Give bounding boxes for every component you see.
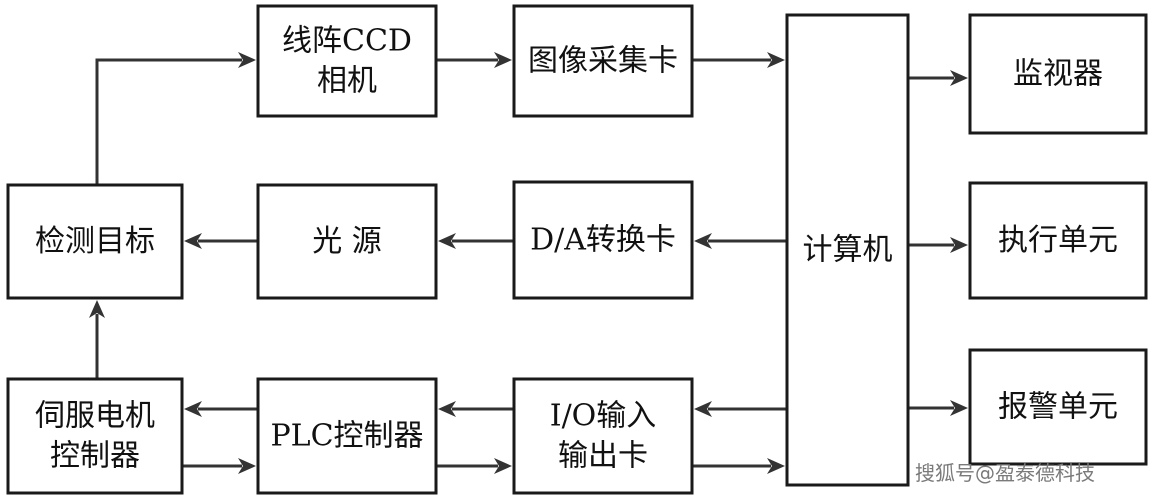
node-box (256, 183, 438, 300)
node-label: 检测目标 (35, 224, 155, 259)
node-box (256, 4, 438, 118)
arrow-servo-to-target (89, 300, 105, 379)
arrowhead (694, 401, 712, 417)
arrowhead (767, 458, 785, 474)
node-box (512, 377, 694, 495)
arrowhead (184, 233, 202, 249)
node-label: 图像采集卡 (528, 44, 678, 79)
node-box (512, 4, 694, 118)
node-label: 伺服电机 (35, 399, 155, 434)
node-label: 计算机 (803, 233, 893, 268)
arrowhead (694, 233, 712, 249)
arrow-capture-to-computer (692, 52, 785, 68)
node-box (6, 377, 184, 495)
node-box (256, 377, 438, 495)
node-executor: 执行单元 (968, 181, 1148, 300)
node-label: 监视器 (1013, 57, 1103, 92)
arrow-io-to-computer (692, 458, 785, 474)
arrow-light-to-target (184, 233, 258, 249)
node-box (968, 181, 1148, 300)
node-alarm: 报警单元 (968, 348, 1148, 466)
connector-line (95, 58, 242, 185)
node-label: 线阵CCD (282, 24, 412, 59)
node-da-card: D/A转换卡 (512, 180, 694, 300)
node-label: D/A转换卡 (530, 223, 676, 258)
arrowhead (767, 52, 785, 68)
node-plc: PLC控制器 (256, 377, 438, 495)
node-label: PLC控制器 (270, 419, 423, 454)
node-ccd-camera: 线阵CCD 相机 (256, 4, 438, 118)
node-capture-card: 图像采集卡 (512, 4, 694, 118)
node-label: 光 源 (312, 224, 382, 259)
arrow-computer-to-io (694, 401, 787, 417)
arrow-plc-to-io (436, 458, 512, 474)
arrowhead (438, 233, 456, 249)
arrowhead (950, 70, 968, 86)
arrowhead (238, 52, 256, 68)
arrow-ccd-to-capture (436, 52, 512, 68)
node-label: 报警单元 (998, 390, 1118, 425)
arrow-target-to-ccd (95, 52, 256, 185)
arrowhead (494, 52, 512, 68)
node-label: 相机 (317, 64, 377, 99)
watermark-text: 搜狐号@盈泰德科技 (915, 461, 1095, 485)
arrowhead (950, 400, 968, 416)
arrow-da-to-light (438, 233, 514, 249)
arrowhead (238, 458, 256, 474)
arrowhead (494, 458, 512, 474)
node-box (6, 183, 184, 300)
arrow-servo-to-plc (182, 458, 256, 474)
node-computer: 计算机 (785, 13, 910, 487)
arrow-computer-to-da (694, 233, 787, 249)
node-target: 检测目标 (6, 183, 184, 300)
node-label: I/O输入 (550, 399, 657, 434)
connectors (89, 52, 968, 474)
node-light-source: 光 源 (256, 183, 438, 300)
node-label: 执行单元 (998, 223, 1118, 258)
node-label: 输出卡 (558, 439, 648, 474)
node-label: 控制器 (50, 439, 140, 474)
arrowhead (438, 401, 456, 417)
node-box (512, 180, 694, 300)
arrowhead (184, 401, 202, 417)
node-box (785, 13, 910, 487)
arrow-plc-to-servo (184, 401, 258, 417)
arrow-computer-to-monitor (908, 70, 968, 86)
node-box (968, 348, 1148, 466)
arrow-computer-to-executor (908, 237, 968, 253)
arrowhead (950, 237, 968, 253)
arrow-io-to-plc (438, 401, 514, 417)
node-monitor: 监视器 (968, 13, 1148, 135)
node-box (968, 13, 1148, 135)
arrowhead (89, 300, 105, 318)
arrow-computer-to-alarm (908, 400, 968, 416)
